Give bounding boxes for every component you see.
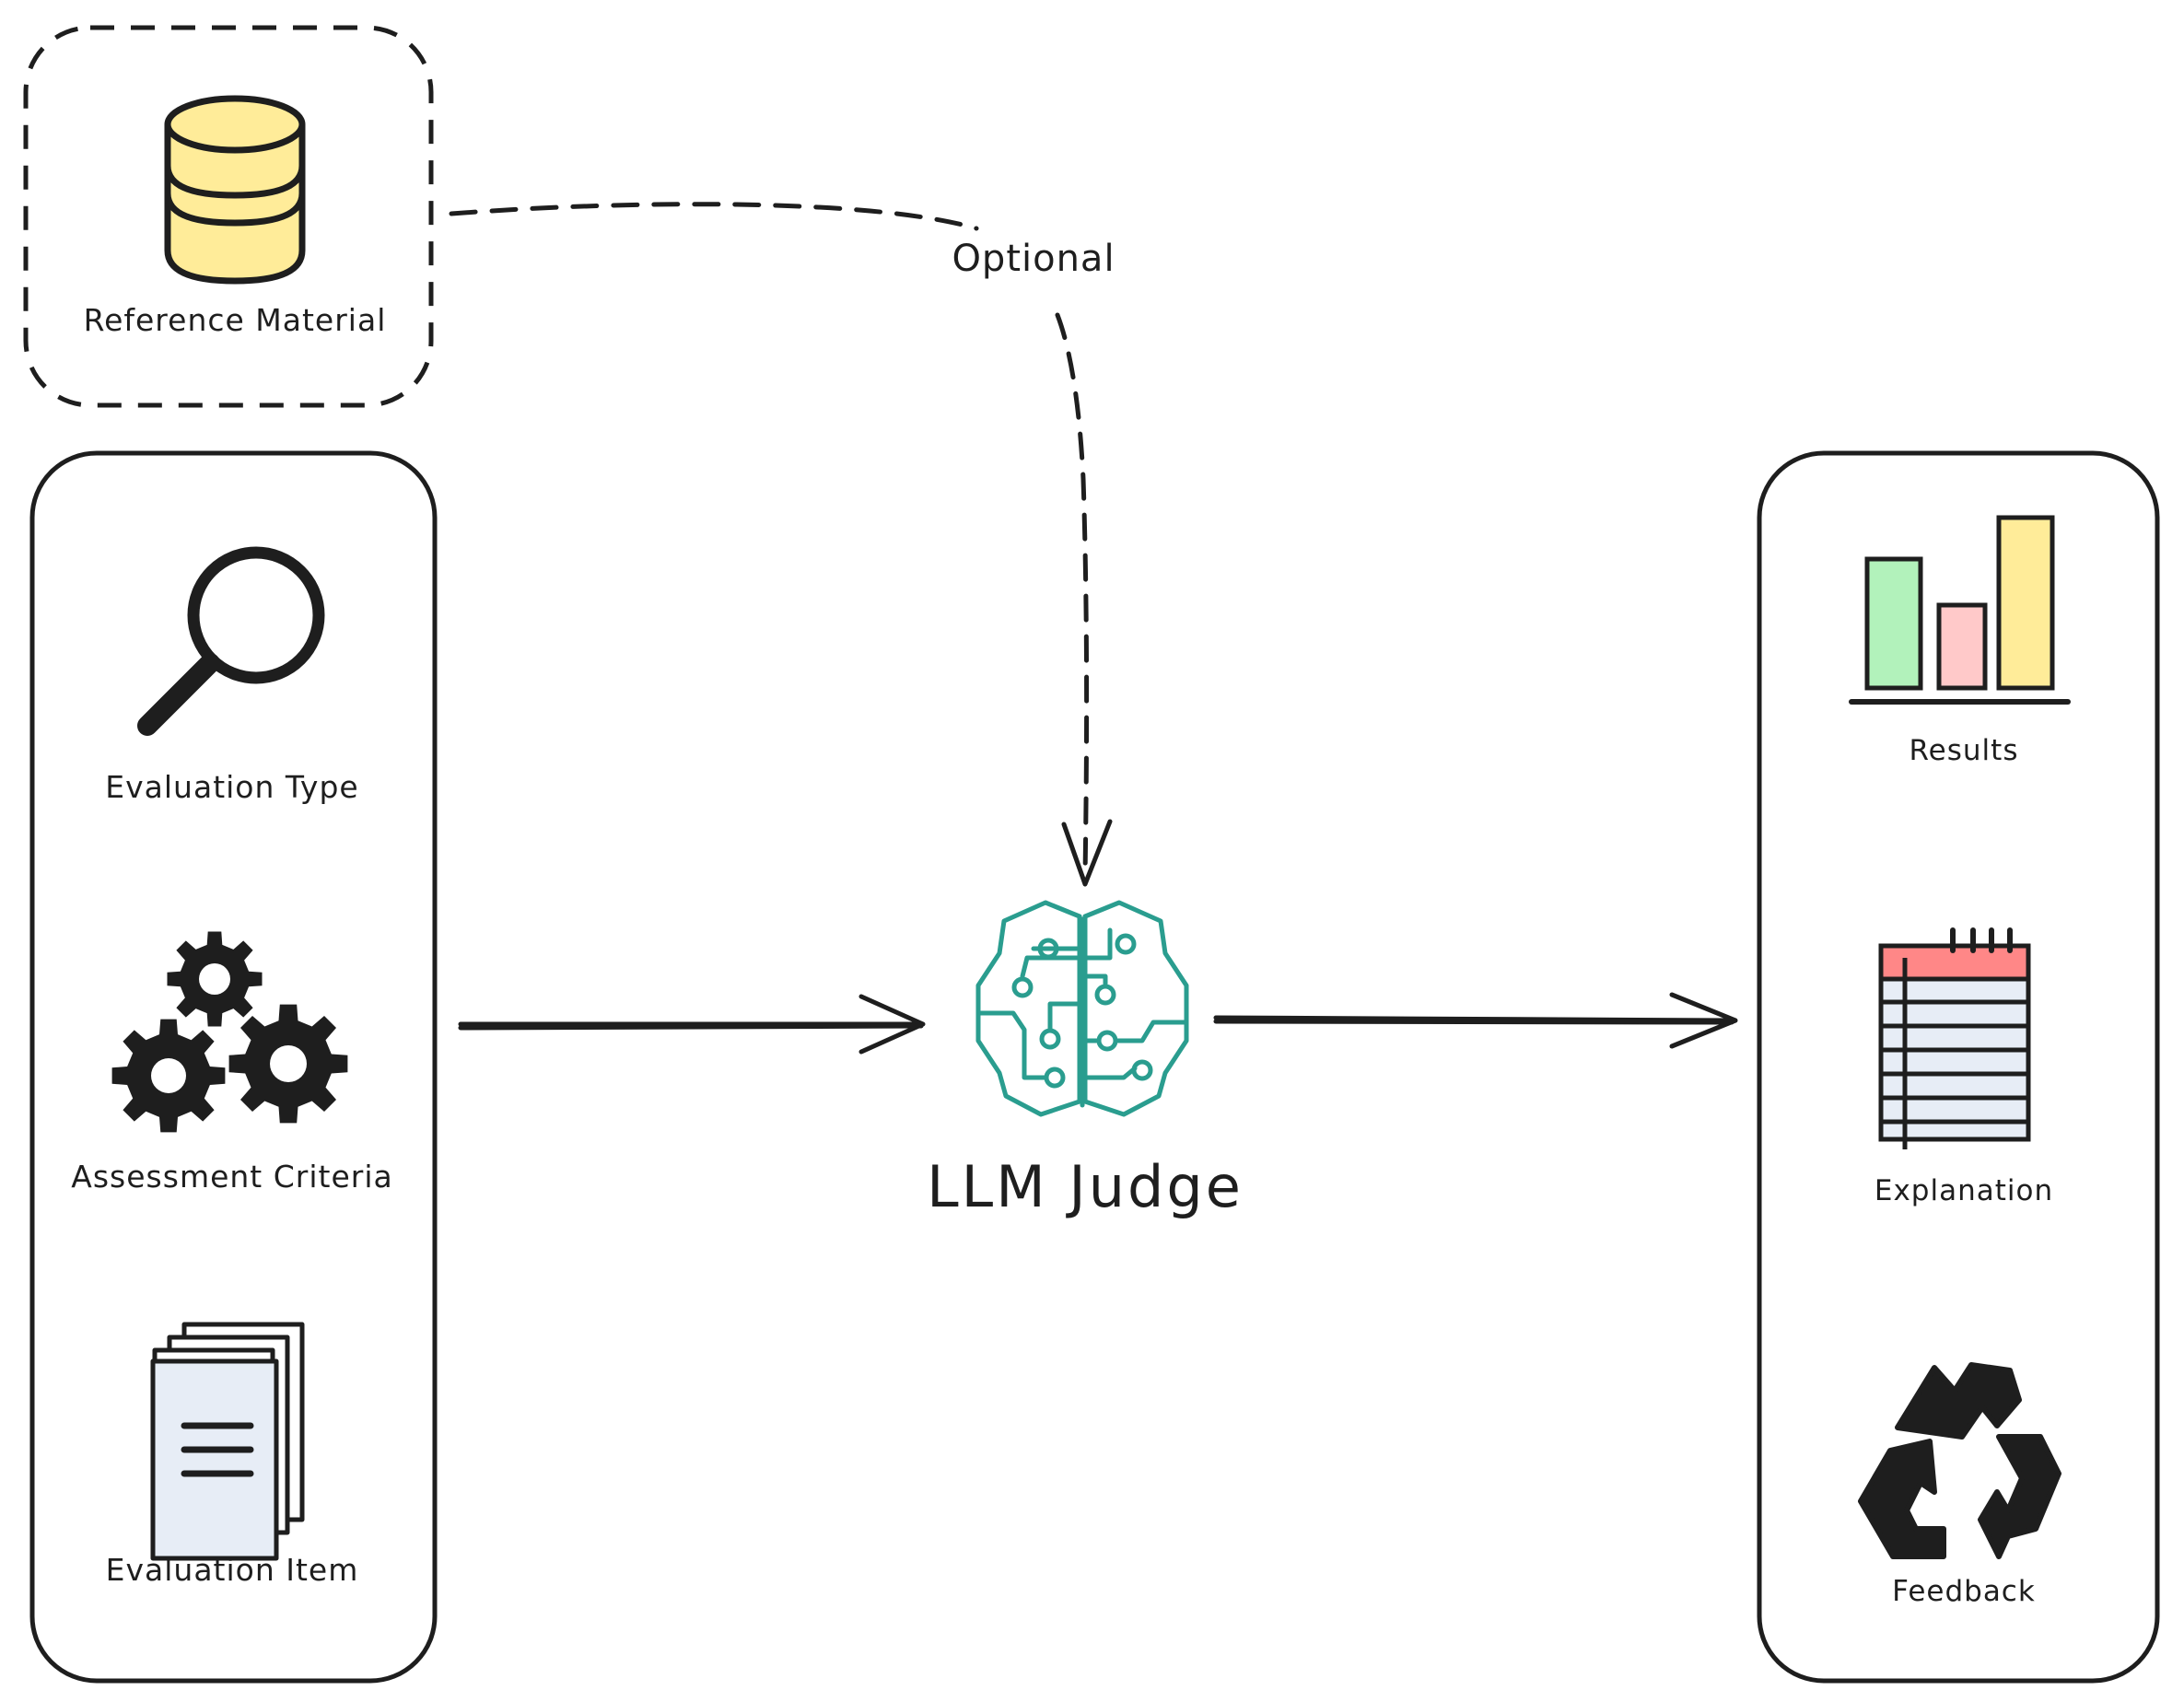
reference-material-label: Reference Material <box>83 302 387 338</box>
magnifier-icon <box>137 546 325 736</box>
circuit-brain-icon <box>975 900 1189 1117</box>
recycle-icon <box>1858 1362 2061 1559</box>
evaluation-item-label: Evaluation Item <box>105 1552 359 1588</box>
table-icon <box>1878 927 2031 1149</box>
optional-arrowhead <box>1061 819 1113 887</box>
output-arrow <box>1213 992 1738 1049</box>
evaluation-type-label: Evaluation Type <box>105 769 359 805</box>
llm-judge-label: LLM Judge <box>927 1153 1244 1220</box>
optional-label: Optional <box>952 238 1115 280</box>
gears-icon <box>111 931 348 1133</box>
gear-hole <box>199 963 230 995</box>
results-label: Results <box>1909 734 2019 767</box>
reference-material-container <box>23 25 434 408</box>
database-icon <box>164 95 306 285</box>
feedback-label: Feedback <box>1892 1575 2036 1608</box>
input-arrow <box>458 994 926 1055</box>
inputs-container <box>29 450 438 1684</box>
outputs-container <box>1757 450 2160 1684</box>
optional-dashed-arrow <box>449 202 1090 878</box>
documents-icon <box>150 1322 305 1561</box>
assessment-criteria-label: Assessment Criteria <box>71 1159 393 1195</box>
bar-chart-icon <box>1849 515 2071 705</box>
explanation-label: Explanation <box>1874 1174 2054 1207</box>
gear-hole <box>270 1045 307 1082</box>
gear-hole <box>151 1058 186 1093</box>
